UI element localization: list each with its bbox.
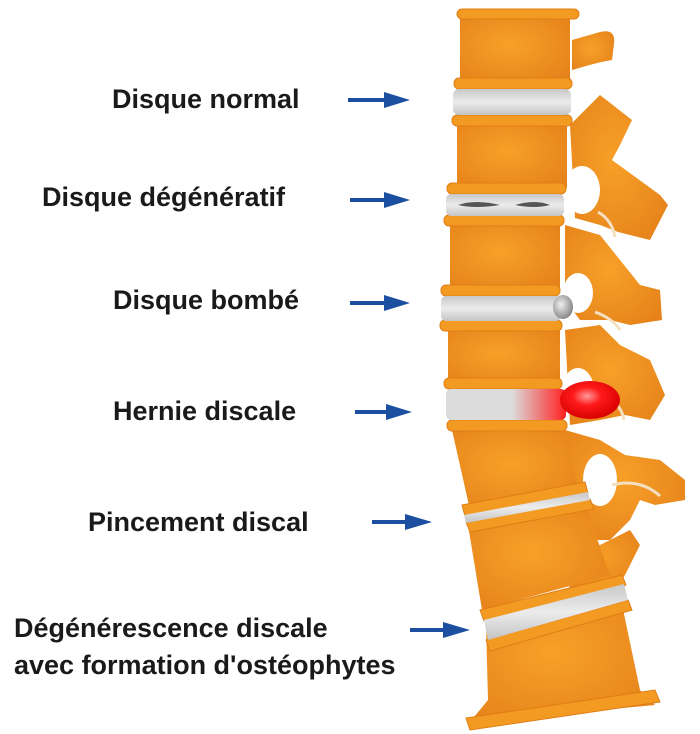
disc-normal — [453, 89, 571, 115]
label-disc-degeneration: Dégénérescence discale — [14, 613, 328, 643]
arrow-icon — [350, 295, 410, 311]
disc-narrowed — [464, 492, 590, 523]
label-disc-narrowing: Pincement discal — [88, 507, 309, 537]
arrows — [348, 92, 470, 638]
arrow-icon — [348, 92, 410, 108]
arrow-icon — [355, 404, 412, 420]
label-herniated-disc: Hernie discale — [113, 396, 297, 426]
arrow-icon — [350, 192, 410, 208]
label-normal-disc: Disque normal — [112, 84, 300, 114]
disc-osteophytes — [484, 584, 628, 640]
facet-joints — [594, 210, 662, 498]
label-osteophytes: avec formation d'ostéophytes — [14, 650, 396, 680]
disc-bulging — [441, 295, 573, 321]
disc-degenerative — [446, 194, 564, 216]
arrow-icon — [410, 622, 470, 638]
label-bulging-disc: Disque bombé — [113, 285, 300, 315]
label-degenerative-disc: Disque dégénératif — [42, 182, 286, 212]
disc-herniated — [446, 381, 620, 420]
endplates — [439, 8, 661, 731]
arrow-icon — [372, 514, 432, 530]
